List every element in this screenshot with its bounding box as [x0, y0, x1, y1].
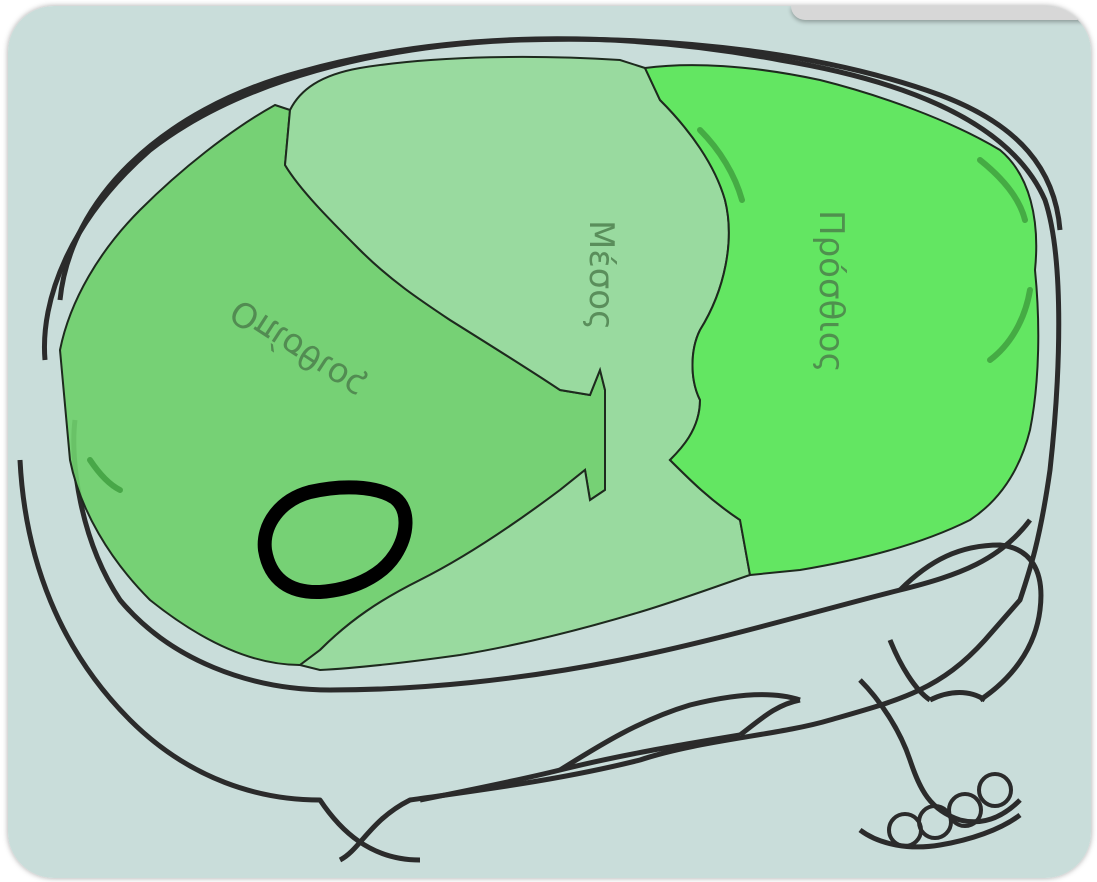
label-middle-fossa: Μέσος — [581, 220, 621, 330]
skull-base-diagram: Οπίσθιος Μέσος Πρόσθιος — [8, 6, 1091, 878]
corner-tab — [791, 6, 1091, 20]
figure-frame: Οπίσθιος Μέσος Πρόσθιος — [8, 6, 1091, 878]
label-anterior-fossa: Πρόσθιος — [811, 210, 851, 373]
